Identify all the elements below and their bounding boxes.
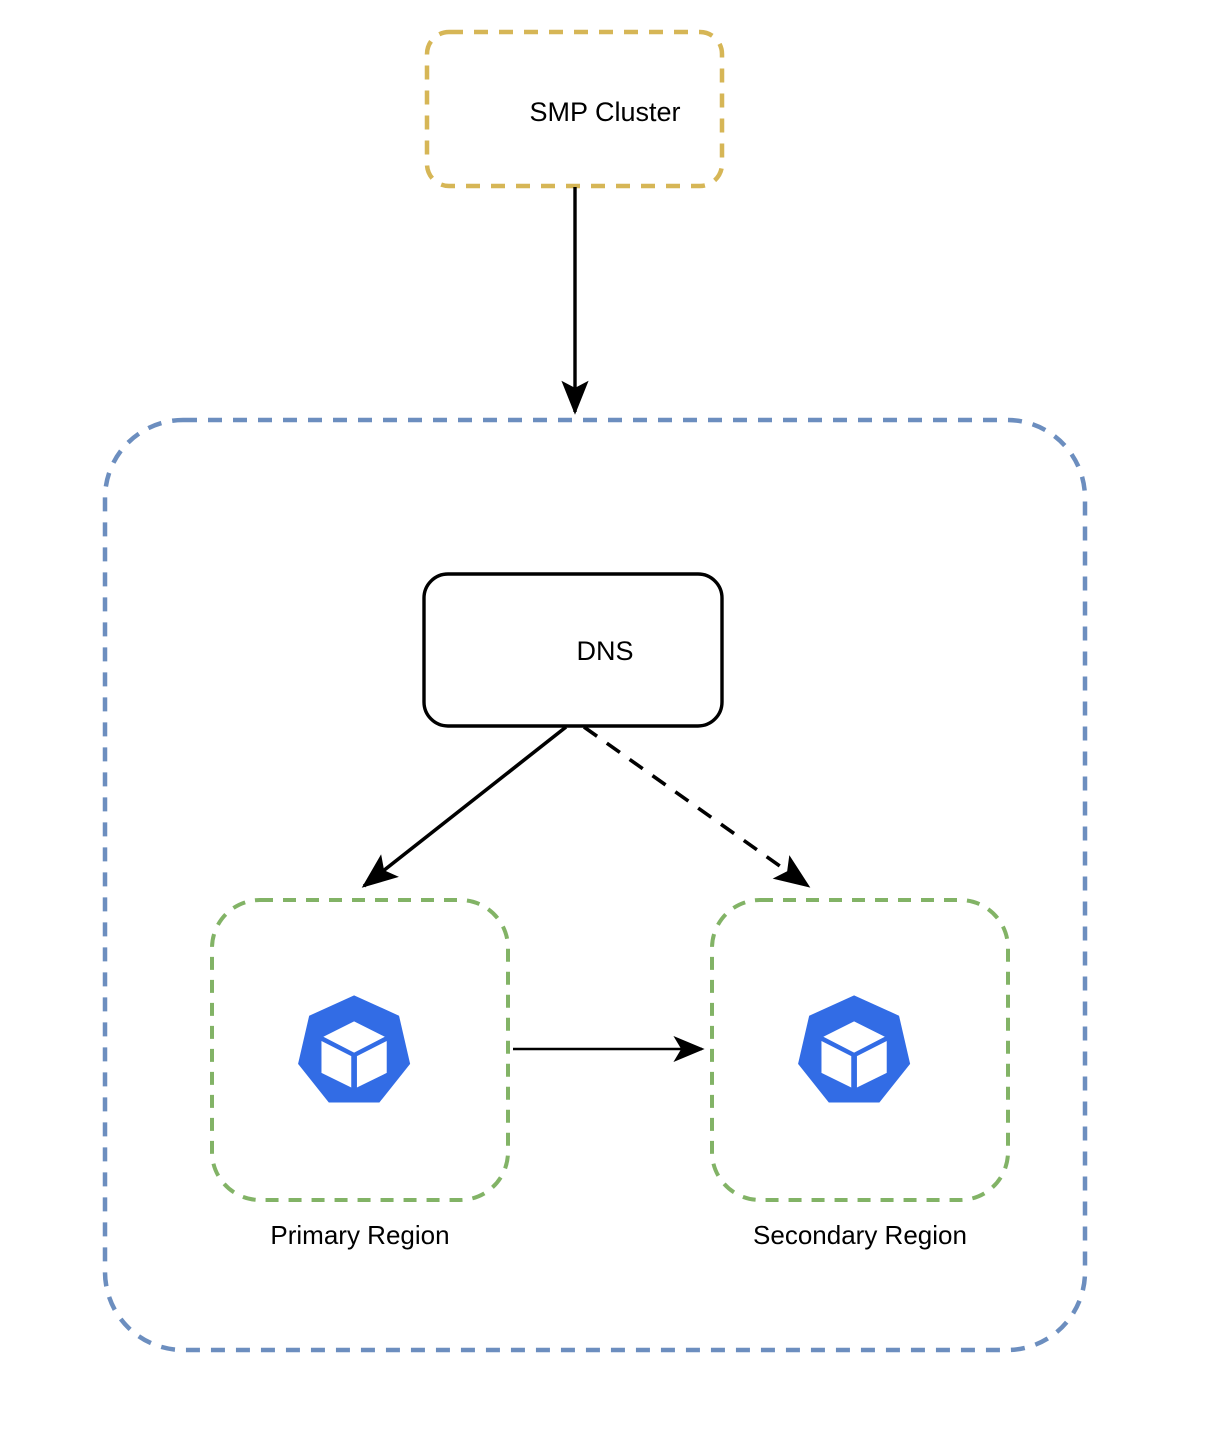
primary-region-box[interactable] [210, 898, 510, 1202]
smp-cluster-label: SMP Cluster [529, 97, 681, 127]
dns-label: DNS [576, 636, 634, 666]
outer-container-boundary [102, 417, 1088, 1353]
secondary-region-box[interactable] [710, 898, 1010, 1202]
secondary-region-label: Secondary Region [753, 1220, 967, 1250]
edge-dns-to-secondary [582, 725, 811, 888]
edge-dns-to-primary [361, 725, 568, 888]
primary-region-label: Primary Region [270, 1220, 450, 1250]
kubernetes-icon [298, 995, 411, 1103]
kubernetes-icon [798, 995, 911, 1103]
